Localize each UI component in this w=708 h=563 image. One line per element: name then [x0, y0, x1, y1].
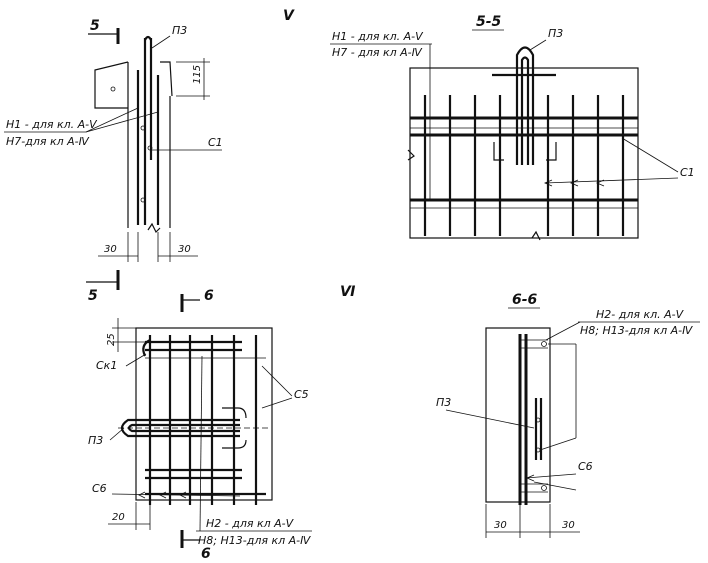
section-5-5: 5-5 Н1 - для кл. А-Ⅴ Н7 - для кл А-Ⅳ П3 [330, 14, 695, 241]
arrowhead [525, 474, 535, 482]
view-v-bar-n1-label: Н1 - для кл. А-Ⅴ [6, 118, 98, 131]
view-v-dim-115: 115 [192, 65, 203, 84]
break-line [531, 230, 541, 241]
view-vi-loop-label: П3 [88, 434, 103, 447]
view-vi-dim-20: 20 [112, 512, 125, 523]
section-6-6-dim-30-left: 30 [494, 520, 507, 531]
loop-top [144, 35, 152, 41]
arrowhead [595, 179, 605, 187]
break-line [407, 149, 415, 161]
vi-outline [135, 327, 273, 501]
arrowhead [179, 491, 187, 499]
bar-dot [541, 341, 547, 347]
leader-arrow [111, 493, 241, 497]
loop-hook [222, 439, 247, 449]
view-vi-clip-c6-label: С6 [92, 482, 107, 495]
vertical-bars [423, 95, 625, 236]
loop-hook [546, 142, 557, 161]
bar-dot [140, 197, 146, 203]
section-5-5-clip-label: С1 [680, 166, 695, 179]
section-5-5-loop-label: П3 [548, 27, 563, 40]
leader [539, 437, 577, 451]
section-6-6-dim-30-right: 30 [562, 520, 575, 531]
bar-dot [147, 145, 153, 151]
leader [151, 35, 171, 49]
section-6-6-bar-n8-label: Н8; Н13-для кл А-Ⅳ [580, 324, 693, 337]
view-vi-bar-n8-label: Н8; Н13-для кл А-Ⅳ [198, 534, 311, 547]
view-vi-cage-label: Ск1 [96, 359, 117, 372]
leader [109, 427, 125, 441]
section-outline [409, 67, 639, 239]
view-v-cut-mark-5: 5 [90, 18, 100, 34]
section-5-5-title: 5-5 [476, 14, 502, 30]
view-vi-cut-mark-6-top: 6 [204, 288, 214, 304]
section-6-6-loop-label: П3 [436, 396, 451, 409]
view-vi-clip-c5-label: С5 [294, 388, 309, 401]
loop-p3 [515, 46, 535, 165]
hole-mark [110, 86, 116, 92]
bar-dot [541, 485, 547, 491]
section-6-6: 6-6 Н2- для кл. А-Ⅴ Н8; Н13-для кл А-Ⅳ П… [436, 292, 700, 538]
view-vi: Ⅵ 5 6 Ск1 П3 С5 [86, 270, 356, 562]
view-v-roman: V [283, 8, 295, 24]
leader [85, 111, 159, 133]
arrowhead [159, 491, 167, 499]
loop-hook [222, 407, 247, 419]
view-vi-dim-25: 25 [106, 333, 117, 346]
section-5-5-bar-n1-label: Н1 - для кл. А-Ⅴ [332, 30, 424, 43]
section-outline [485, 327, 551, 503]
view-v-dim-30-right: 30 [178, 244, 191, 255]
leader-arrow [544, 177, 679, 184]
section-6-6-title: 6-6 [512, 292, 538, 308]
section-6-6-bar-n2-label: Н2- для кл. А-Ⅴ [596, 308, 685, 321]
arrowhead [138, 491, 146, 499]
arrowhead [569, 179, 579, 187]
bar-dot [535, 417, 541, 423]
bar-dot [140, 125, 146, 131]
leader [529, 39, 547, 51]
view-v-bar-n7-label: Н7-для кл А-Ⅳ [6, 135, 90, 148]
section-5-5-bar-n7-label: Н7 - для кл А-Ⅳ [332, 46, 423, 59]
view-v-clip-label: С1 [208, 136, 223, 149]
view-vi-roman: Ⅵ [340, 284, 356, 300]
leader [261, 397, 293, 409]
leader [545, 321, 581, 341]
view-v-dim-30-left: 30 [104, 244, 117, 255]
leader-arrow [199, 355, 203, 532]
leader-arrow [533, 481, 577, 491]
leader [85, 107, 139, 133]
view-v: V 5 П3 115 Н1 - для кл. А-Ⅴ Н7-для кл А- [4, 8, 295, 262]
break-line [147, 222, 161, 234]
leader [261, 365, 293, 397]
cage-hook [142, 339, 151, 357]
view-vi-cut-mark-5: 5 [88, 288, 98, 304]
section-6-6-clip-label: С6 [578, 460, 593, 473]
leader-arrow [525, 473, 577, 479]
leader [621, 137, 679, 173]
loop-p3-inner [520, 56, 530, 165]
leader [125, 353, 147, 367]
beam-outline-right [160, 61, 173, 97]
view-vi-bar-n2-label: Н2 - для кл А-Ⅴ [206, 517, 295, 530]
arrowhead [543, 179, 553, 187]
view-v-loop-label: П3 [172, 24, 187, 37]
beam-outline [94, 61, 129, 109]
loop-hook [493, 142, 504, 161]
leader [445, 409, 535, 429]
view-vi-cut-mark-6-bottom: 6 [201, 546, 211, 562]
